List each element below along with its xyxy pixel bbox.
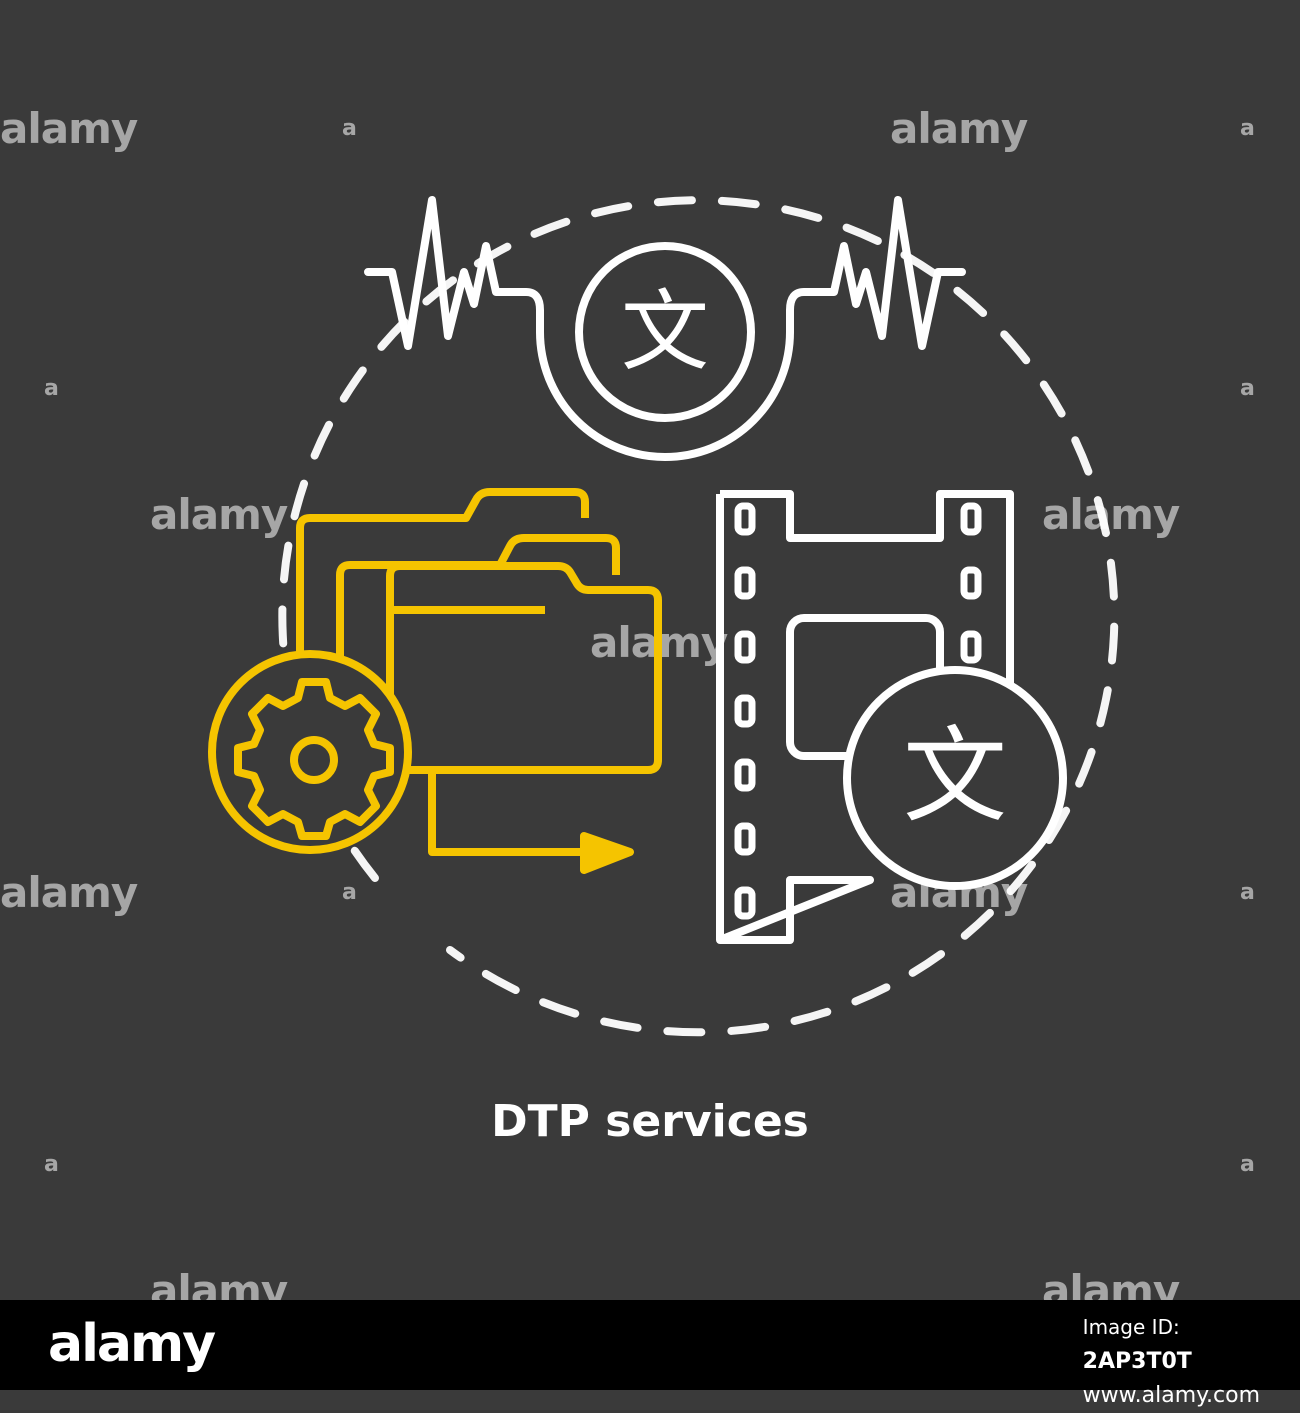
illustration-svg: 文	[208, 196, 1119, 1037]
watermark-letter: a	[1240, 880, 1255, 905]
image-id-label: Image ID:	[1082, 1315, 1180, 1339]
watermark-letter: a	[44, 1152, 59, 1177]
watermark: alamy	[890, 104, 1028, 153]
watermark-letter: a	[44, 376, 59, 401]
translation-glyph: 文	[621, 280, 709, 383]
watermark-letter: a	[342, 116, 357, 141]
watermark-letter: a	[342, 880, 357, 905]
translation-icon: 文	[575, 242, 755, 422]
dashed-circle	[278, 196, 1119, 1037]
watermark: alamy	[1042, 490, 1180, 539]
watermark-letter: a	[1240, 376, 1255, 401]
sound-wave-icon	[364, 196, 966, 461]
watermark-letter: a	[1240, 1152, 1255, 1177]
watermark: alamy	[150, 490, 288, 539]
footer-bar: alamy Image ID: 2AP3T0T www.alamy.com	[0, 1300, 1300, 1408]
watermark-letter: a	[1240, 116, 1255, 141]
image-id-block: Image ID: 2AP3T0T www.alamy.com	[1083, 1310, 1260, 1413]
site-url: www.alamy.com	[1082, 1383, 1260, 1408]
translation-glyph: 文	[903, 715, 1007, 837]
illustration-canvas: alamy a alamy a a a alamy alamy alamy al…	[0, 104, 1255, 1315]
translation-icon: 文	[843, 666, 1067, 890]
caption: DTP services	[491, 1096, 809, 1147]
watermark: alamy	[0, 868, 138, 917]
arrow-icon	[428, 766, 634, 874]
image-id-value: 2AP3T0T	[1082, 1349, 1192, 1374]
gear-icon	[208, 650, 412, 854]
watermark: alamy	[0, 104, 138, 153]
alamy-logo: alamy	[48, 1314, 216, 1374]
